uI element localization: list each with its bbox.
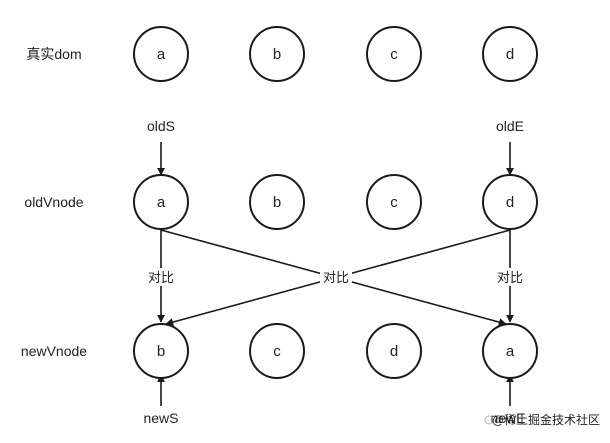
watermark-logo-icon [484, 415, 494, 425]
old-vnode-node-2-label: b [273, 194, 281, 211]
new-vnode-node-1 [133, 323, 189, 379]
real-dom-node-3-label: c [390, 46, 398, 63]
watermark-text: @稀土掘金技术社区 [492, 412, 600, 427]
pointer-label-old-start: oldS [147, 118, 175, 134]
new-vnode-node-2-label: c [273, 343, 281, 360]
new-vnode-node-4-label: a [506, 343, 515, 360]
real-dom-node-2-label: b [273, 46, 281, 63]
row-label-new-vnode: newVnode [21, 343, 87, 359]
new-vnode-node-3-label: d [390, 343, 398, 360]
pointer-label-old-end: oldE [496, 118, 524, 134]
new-vnode-node-2 [249, 323, 305, 379]
pointer-label-new-end: newE [490, 410, 525, 426]
old-vnode-node-1 [133, 174, 189, 230]
real-dom-node-3 [366, 26, 422, 82]
row-label-old-vnode: oldVnode [24, 194, 83, 210]
real-dom-node-1-label: a [157, 46, 166, 63]
real-dom-node-2 [249, 26, 305, 82]
real-dom-node-1 [133, 26, 189, 82]
old-vnode-node-3 [366, 174, 422, 230]
compare-label-right: 对比 [497, 270, 523, 285]
real-dom-node-4 [482, 26, 538, 82]
new-vnode-node-4 [482, 323, 538, 379]
new-vnode-node-3 [366, 323, 422, 379]
old-vnode-node-4 [482, 174, 538, 230]
pointer-label-new-start: newS [143, 410, 178, 426]
old-vnode-node-2 [249, 174, 305, 230]
old-vnode-node-3-label: c [390, 194, 398, 211]
compare-label-bg-right [494, 268, 526, 286]
old-vnode-node-4-label: d [506, 194, 514, 211]
compare-label-left: 对比 [148, 270, 174, 285]
row-label-real-dom: 真实dom [26, 46, 81, 62]
old-vnode-node-1-label: a [157, 194, 166, 211]
watermark: @稀土掘金技术社区 [484, 412, 600, 427]
compare-label-bg-center [320, 268, 352, 286]
compare-label-bg-left [145, 268, 177, 286]
compare-label-center: 对比 [323, 270, 349, 285]
real-dom-node-4-label: d [506, 46, 514, 63]
new-vnode-node-1-label: b [157, 343, 165, 360]
